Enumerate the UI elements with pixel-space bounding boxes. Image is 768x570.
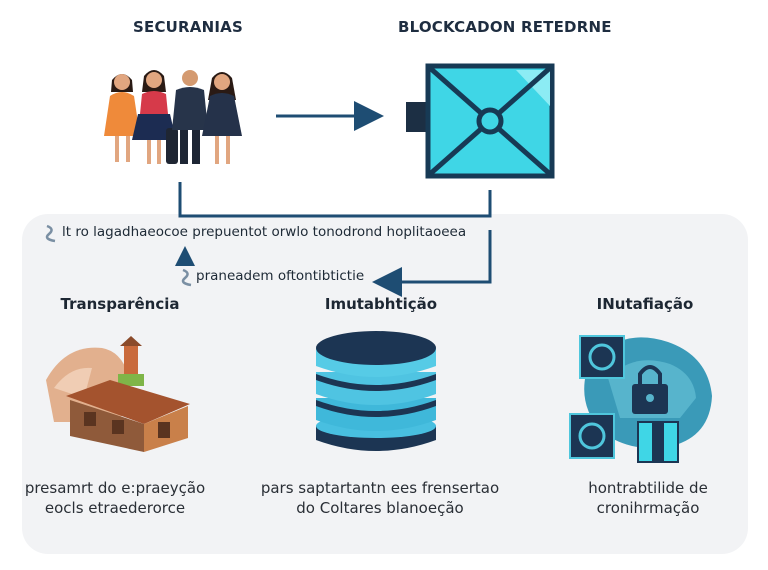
note-icon-small: [181, 268, 192, 287]
caption-line: cronihrmação: [596, 499, 700, 517]
caption-line: eocls etraederorce: [44, 499, 186, 517]
pillar-title-transparency: Transparência: [60, 295, 180, 313]
note-icon: [45, 224, 56, 243]
pillar-title-immutability: Imutabhtição: [324, 295, 438, 313]
arrow-return: [372, 230, 492, 297]
pillar-caption-security: hontrabtilide de cronihrmação: [556, 478, 740, 518]
caption-line: pars saptartantn ees frensertao: [260, 479, 500, 497]
blockchain-envelope-icon: [406, 63, 555, 179]
left-title: SECURANIAS: [133, 18, 243, 36]
caption-line: hontrabtilide de: [588, 479, 708, 497]
flow-text-top: lt ro lagadhaeocoe prepuentot orwlo tono…: [62, 224, 467, 240]
caption-line: presamrt do e:praeyção: [24, 479, 206, 497]
link-line-top: [178, 182, 492, 218]
right-title: BLOCKCADON RETEDRNE: [398, 18, 612, 36]
security-lock-icon: [569, 335, 712, 463]
database-stack-icon: [316, 331, 436, 451]
flow-text-bottom: praneadem oftontibtictie: [196, 268, 365, 284]
pillar-title-security: INutafiação: [596, 295, 694, 313]
caption-line: do Coltares blanoeção: [296, 499, 464, 517]
pillar-caption-transparency: presamrt do e:praeyção eocls etraederorc…: [10, 478, 220, 518]
people-group-icon: [104, 70, 242, 164]
house-icon: [46, 336, 190, 452]
pillar-caption-immutability: pars saptartantn ees frensertao do Colta…: [252, 478, 508, 518]
